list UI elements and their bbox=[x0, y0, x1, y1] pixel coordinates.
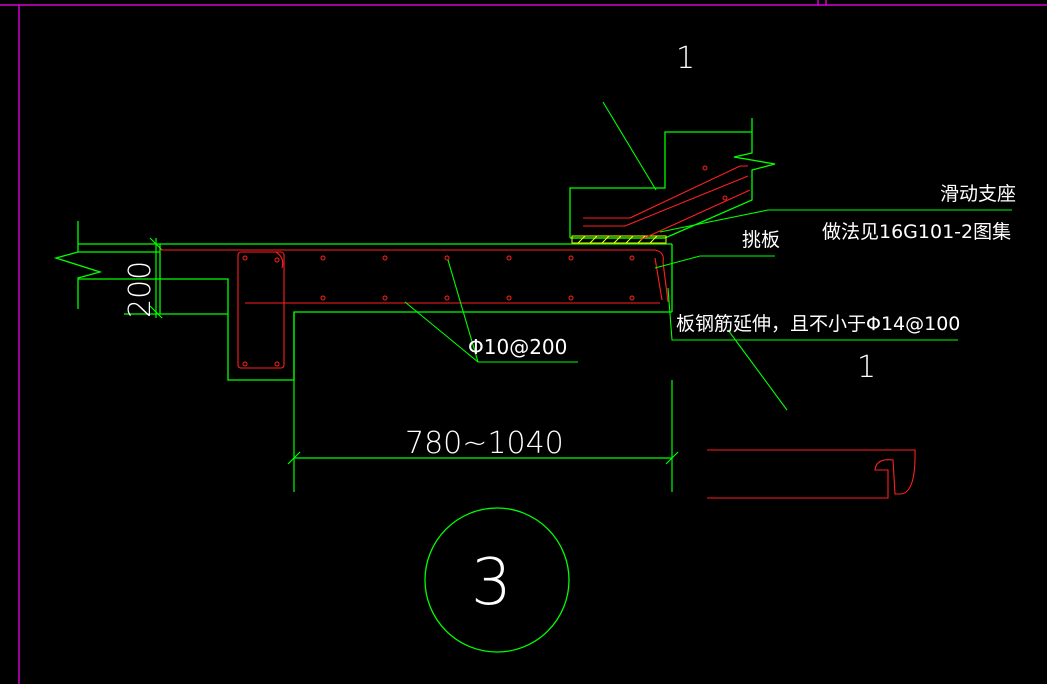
detail-number: 3 bbox=[471, 546, 512, 620]
rebar-dots bbox=[242, 165, 728, 367]
span-dim: 780~1040 bbox=[405, 426, 564, 461]
detail-circle bbox=[424, 507, 570, 653]
rebar-lines bbox=[160, 165, 916, 499]
label-rebar-extension: 板钢筋延伸，且不小于Φ14@100 bbox=[676, 313, 960, 335]
dimension-lines bbox=[149, 237, 679, 492]
label-sliding-support-ref: 做法见16G101-2图集 bbox=[822, 221, 1011, 243]
sliding-bearing-hatch bbox=[571, 235, 667, 244]
leader-lines bbox=[404, 101, 1012, 411]
rebar-spec: Φ10@200 bbox=[468, 335, 567, 359]
section-mark-top: 1 bbox=[676, 41, 695, 76]
concrete-outline bbox=[53, 118, 776, 381]
label-cantilever-slab: 挑板 bbox=[742, 229, 780, 251]
label-sliding-support: 滑动支座 bbox=[940, 183, 1016, 205]
slab-thickness-dim: 200 bbox=[123, 261, 158, 318]
section-mark-bottom: 1 bbox=[857, 350, 876, 385]
